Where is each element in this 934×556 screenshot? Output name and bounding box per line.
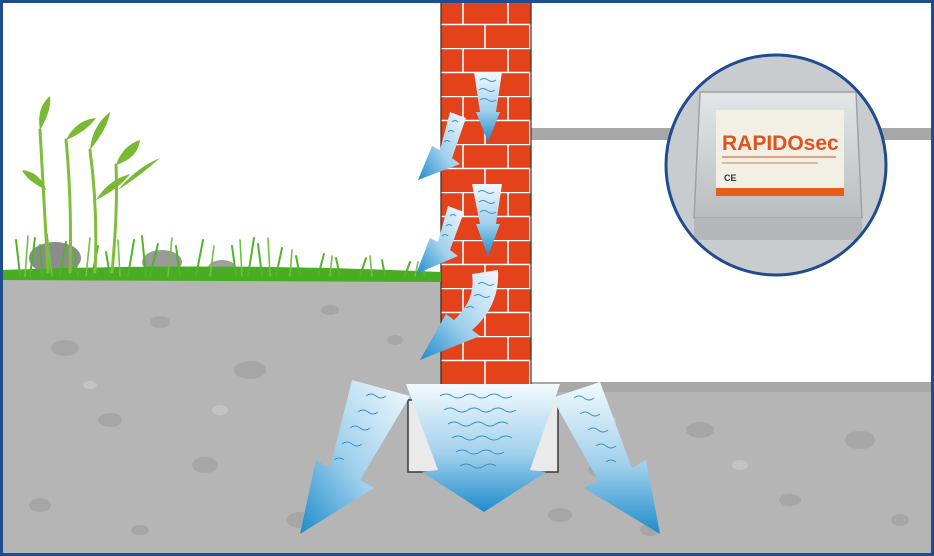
device-orange-strip <box>716 188 844 196</box>
ce-mark: CE <box>724 173 737 183</box>
device-brand: RAPIDOsec <box>722 132 839 155</box>
